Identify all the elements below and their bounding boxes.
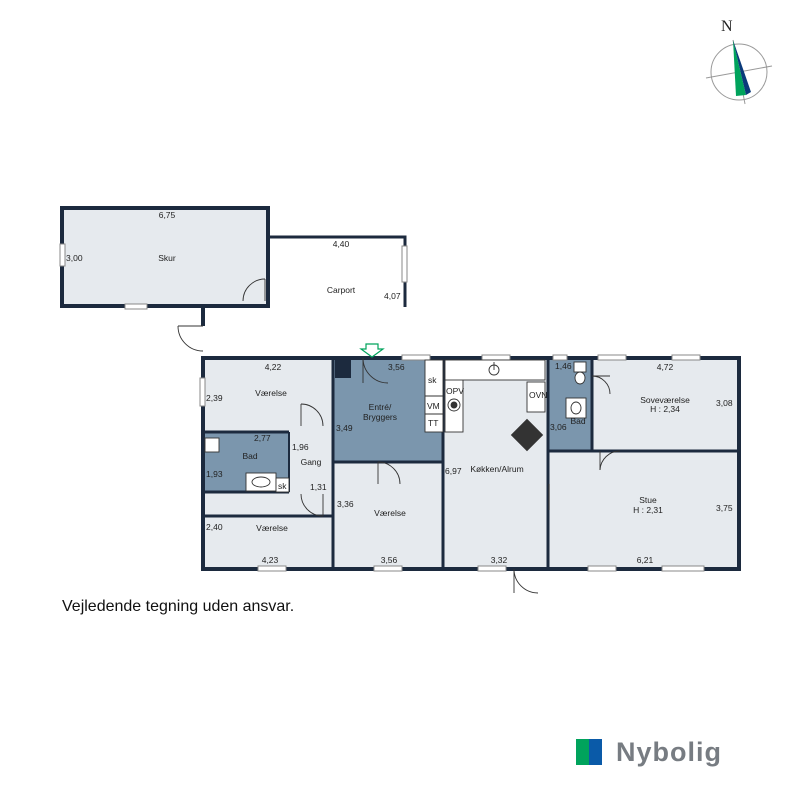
vaerelse-bottom-mid-depth: 3,36 bbox=[337, 499, 354, 509]
stue-depth: 3,75 bbox=[716, 503, 733, 513]
sovevaerelse-label: Soveværelse bbox=[640, 395, 690, 405]
carport-label: Carport bbox=[327, 285, 356, 295]
entre-label-line2: Bryggers bbox=[363, 412, 397, 422]
bad-left-depth: 1,93 bbox=[206, 469, 223, 479]
gang-depth: 1,31 bbox=[310, 482, 327, 492]
stue-label: Stue bbox=[639, 495, 657, 505]
bad-left-label: Bad bbox=[242, 451, 257, 461]
bad-right-depth: 3,06 bbox=[550, 422, 567, 432]
bad-left-width: 2,77 bbox=[254, 433, 271, 443]
sk-entre-label: sk bbox=[428, 375, 437, 385]
tt-label: TT bbox=[428, 418, 438, 428]
vaerelse-bottom-left-depth: 2,40 bbox=[206, 522, 223, 532]
kitchen-fixtures bbox=[424, 359, 550, 510]
bad-right-width: 1,46 bbox=[555, 361, 572, 371]
vaerelse-bottom-left-label: Værelse bbox=[256, 523, 288, 533]
doors bbox=[177, 278, 621, 594]
nybolig-logo-icon bbox=[576, 739, 602, 765]
skur-label: Skur bbox=[158, 253, 176, 263]
gang-label: Gang bbox=[301, 457, 322, 467]
vaerelse-bottom-left-width: 4,23 bbox=[262, 555, 279, 565]
carport-depth: 4,07 bbox=[384, 291, 401, 301]
entre-width: 3,56 bbox=[388, 362, 405, 372]
compass-icon bbox=[705, 39, 773, 105]
skur-depth: 3,00 bbox=[66, 253, 83, 263]
vaerelse-bottom-mid-width: 3,56 bbox=[381, 555, 398, 565]
sovevaerelse-height: H : 2,34 bbox=[650, 404, 680, 414]
entre-label-line1: Entré/ bbox=[369, 402, 392, 412]
windows bbox=[59, 243, 705, 572]
vm-label: VM bbox=[427, 401, 440, 411]
skur-width: 6,75 bbox=[159, 210, 176, 220]
opv-label: OPV bbox=[446, 386, 464, 396]
compass-north-label: N bbox=[721, 18, 733, 35]
ovn-label: OVN bbox=[529, 390, 547, 400]
koekken-width: 3,32 bbox=[491, 555, 508, 565]
vaerelse-top-width: 4,22 bbox=[265, 362, 282, 372]
koekken-depth: 6,97 bbox=[445, 466, 462, 476]
nybolig-logo-text: Nybolig bbox=[616, 736, 722, 767]
vaerelse-top-label: Værelse bbox=[255, 388, 287, 398]
bath-fixtures bbox=[204, 361, 587, 493]
entrance-arrow-icon bbox=[359, 343, 385, 358]
disclaimer-text: Vejledende tegning uden ansvar. bbox=[62, 598, 295, 615]
stue-height: H : 2,31 bbox=[633, 505, 663, 515]
entre-depth: 3,49 bbox=[336, 423, 353, 433]
koekken-label: Køkken/Alrum bbox=[470, 464, 523, 474]
sovevaerelse-depth: 3,08 bbox=[716, 398, 733, 408]
sk-bad-label: sk bbox=[278, 481, 287, 491]
nybolig-logo: Nybolig bbox=[576, 736, 722, 767]
gang-width: 1,96 bbox=[292, 442, 309, 452]
carport-width: 4,40 bbox=[333, 239, 350, 249]
sovevaerelse-width: 4,72 bbox=[657, 362, 674, 372]
stue-width: 6,21 bbox=[637, 555, 654, 565]
vaerelse-top-depth: 2,39 bbox=[206, 393, 223, 403]
bad-right-label: Bad bbox=[570, 416, 585, 426]
vaerelse-bottom-mid-label: Værelse bbox=[374, 508, 406, 518]
